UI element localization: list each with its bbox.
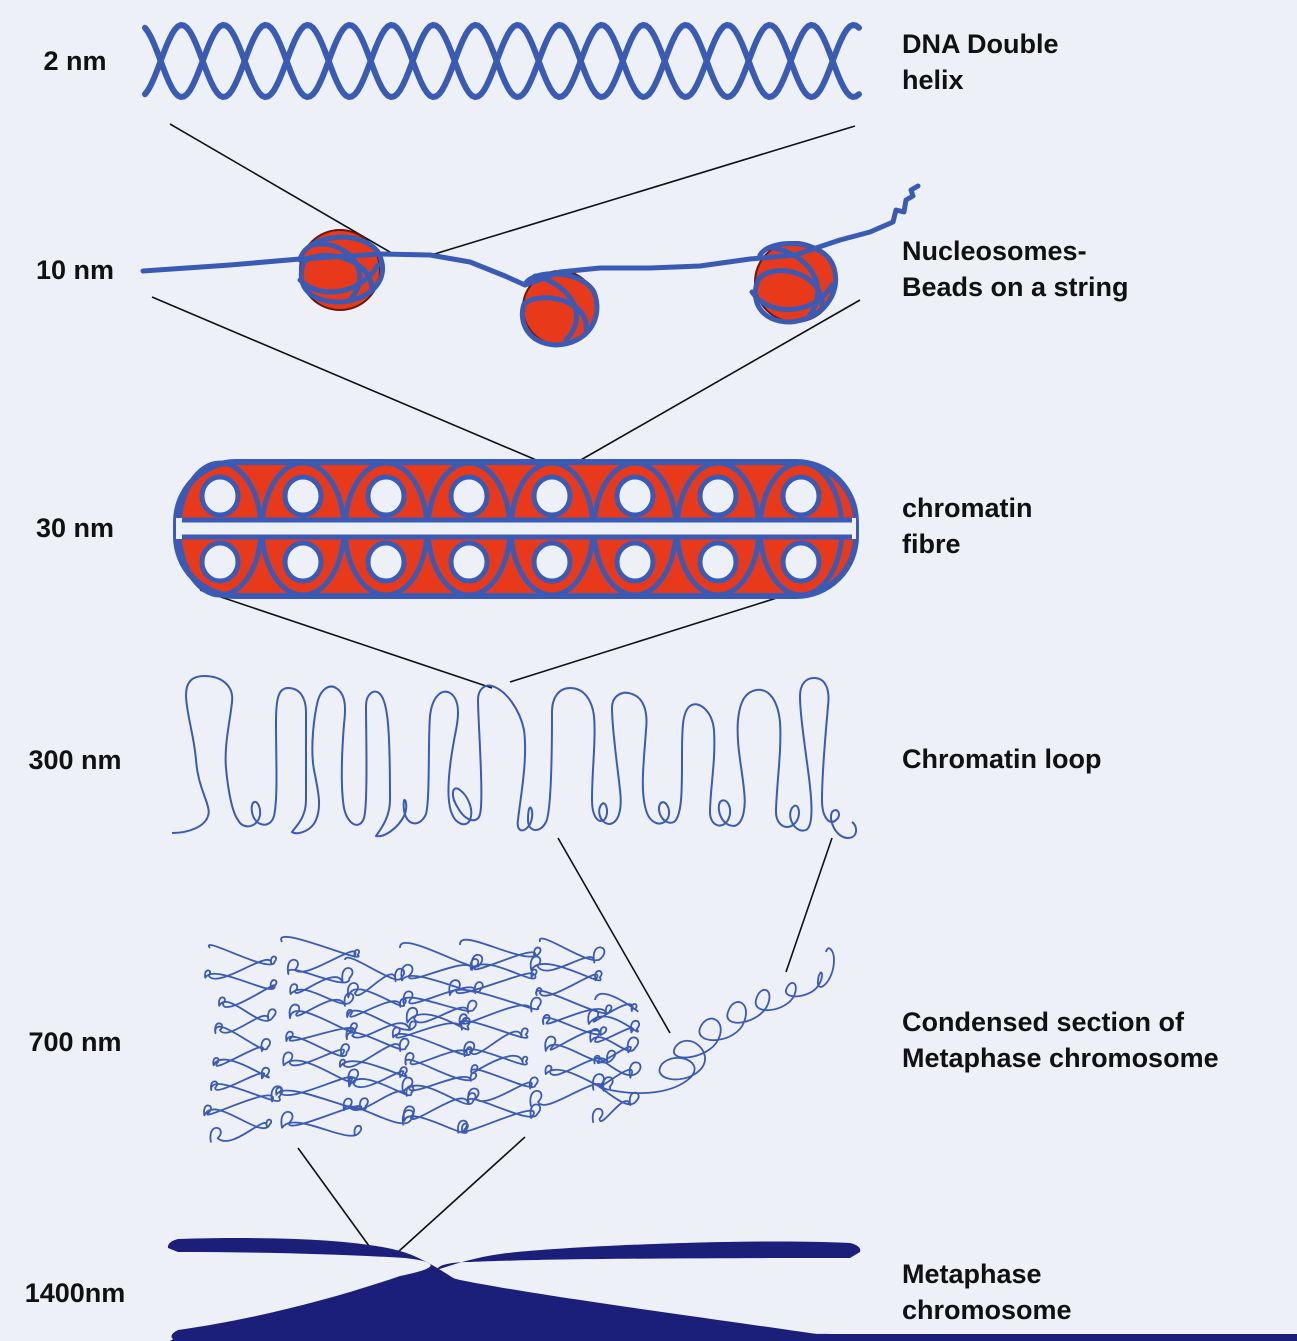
fibre-ring-top	[534, 477, 570, 515]
connector-line	[398, 1137, 525, 1252]
fibre-ring-top	[285, 477, 321, 515]
condensed-coil	[204, 945, 282, 1143]
fibre-ring-bottom	[202, 543, 238, 581]
chromatin-fibre	[176, 462, 856, 596]
dna-double-helix	[145, 25, 859, 97]
loop-strand	[172, 676, 856, 838]
connector-line	[428, 126, 855, 256]
fibre-ring-top	[700, 477, 736, 515]
condensed-coil	[530, 939, 640, 1123]
connector-line	[152, 297, 548, 465]
fibre-ring-bottom	[534, 543, 570, 581]
fibre-ring-top	[368, 477, 404, 515]
metaphase-chromosome	[168, 1238, 1297, 1341]
nucleosomes-beads-on-string	[143, 186, 918, 345]
fibre-ring-bottom	[368, 543, 404, 581]
fibre-ring-bottom	[451, 543, 487, 581]
fibre-ring-top	[202, 477, 238, 515]
condensed-chromosome-section	[204, 937, 834, 1143]
connector-line	[298, 1148, 372, 1250]
fibre-ring-bottom	[783, 543, 819, 581]
chromatin-loop	[172, 676, 856, 838]
fibre-ring-bottom	[617, 543, 653, 581]
connector-line	[786, 838, 832, 972]
fibre-ring-top	[617, 477, 653, 515]
condensed-coil	[393, 940, 541, 1134]
connector-line	[572, 300, 860, 465]
connector-line	[200, 590, 492, 688]
fibre-ring-bottom	[285, 543, 321, 581]
condensed-tail	[610, 948, 834, 1093]
chromatid-arm	[170, 1241, 860, 1341]
fibre-ring-bottom	[700, 543, 736, 581]
fibre-ring-top	[451, 477, 487, 515]
fibre-ring-top	[783, 477, 819, 515]
connector-line	[510, 590, 802, 682]
